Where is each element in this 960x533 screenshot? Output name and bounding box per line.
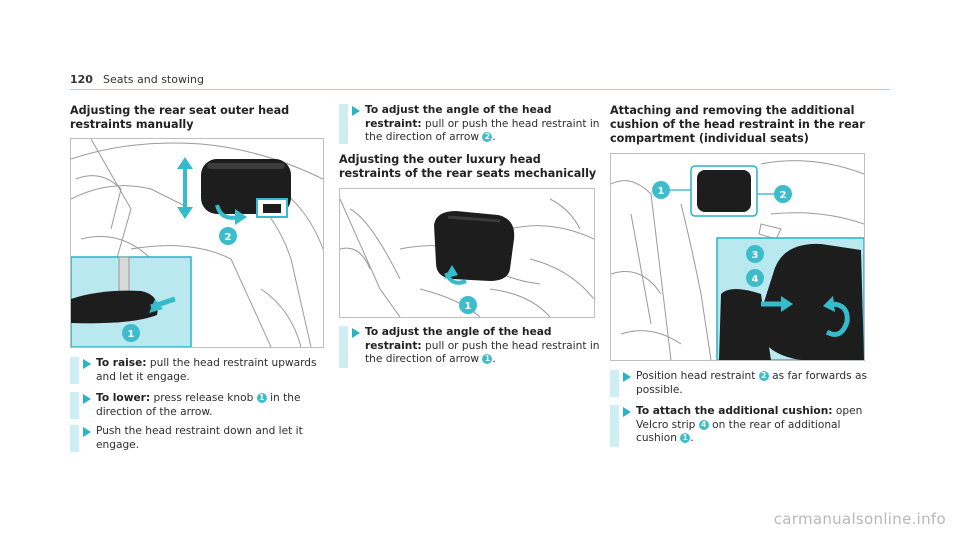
col1-step-1: To raise: pull the head restraint upward… — [70, 357, 328, 384]
col3-fig-callout-2: 2 — [780, 190, 787, 201]
step-bar — [70, 425, 79, 452]
callout-ref: 4 — [698, 419, 709, 430]
step-text: in the direction of the arrow. — [96, 392, 301, 418]
col3-fig-callout-4: 4 — [752, 274, 759, 285]
step-text: . — [492, 353, 496, 365]
step-text: pull the head restraint upwards and let … — [96, 357, 317, 383]
col2-illustration: 1 — [340, 198, 594, 317]
step-arrow-icon — [83, 394, 91, 404]
step-arrow-icon — [83, 359, 91, 369]
col1-figure: 2 1 — [70, 138, 324, 348]
col1-fig-callout-2: 2 — [225, 232, 232, 243]
col3-fig-callout-3: 3 — [752, 250, 759, 261]
step-text: on the rear of additional cushion — [636, 418, 841, 445]
page-header: 120 Seats and stowing — [70, 73, 204, 86]
callout-ref: 1 — [680, 433, 691, 443]
page-number: 120 — [70, 73, 93, 86]
step-text: Position head restraint — [636, 370, 759, 382]
col3-step-2: To attach the additional cushion: open V… — [610, 405, 868, 447]
step-label: To adjust the angle of the head restrain… — [365, 104, 552, 130]
col1-illustration: 2 1 — [71, 139, 323, 347]
step-text: . — [690, 432, 694, 444]
col2-step-bottom: To adjust the angle of the head restrain… — [339, 326, 601, 368]
step-label: To raise: — [96, 357, 147, 369]
callout-ref: 2 — [758, 371, 769, 381]
col3-step-1: Position head restraint 2 as far forward… — [610, 370, 868, 397]
step-label: To lower: — [96, 392, 151, 404]
step-text: Push the head restraint down and let it … — [96, 425, 303, 451]
step-text: open Velcro strip — [636, 405, 863, 431]
step-bar — [70, 392, 79, 419]
col2-heading: Adjusting the outer luxury head restrain… — [339, 153, 597, 180]
callout-ref: 1 — [256, 393, 267, 403]
col2-fig-callout-1: 1 — [465, 301, 472, 312]
step-arrow-icon — [352, 106, 360, 116]
step-text: press release knob — [150, 392, 257, 404]
col2-figure: 1 — [339, 188, 595, 318]
col3-illustration: 1 2 3 4 — [611, 160, 864, 360]
col3-fig-callout-1: 1 — [658, 186, 665, 197]
step-label: To attach the additional cushion: — [636, 405, 833, 417]
step-text: . — [492, 131, 496, 143]
step-bar — [610, 405, 619, 447]
col1-step-3: Push the head restraint down and let it … — [70, 425, 328, 452]
header-rule — [70, 89, 890, 90]
step-arrow-icon — [623, 372, 631, 382]
col3-figure: 1 2 3 4 — [610, 153, 865, 361]
step-bar — [339, 326, 348, 368]
col1-fig-callout-1: 1 — [128, 329, 135, 340]
section-title: Seats and stowing — [102, 73, 204, 86]
col3-heading: Attaching and removing the additional cu… — [610, 104, 865, 145]
step-text: pull or push the head restraint in the d… — [365, 339, 600, 366]
step-arrow-icon — [623, 407, 631, 417]
watermark: carmanualsonline.info — [773, 510, 946, 528]
step-bar — [339, 104, 348, 144]
col2-step-top: To adjust the angle of the head restrain… — [339, 104, 601, 144]
step-arrow-icon — [83, 427, 91, 437]
step-bar — [70, 357, 79, 384]
step-text: pull or push the head restraint in the d… — [365, 117, 600, 144]
col1-step-2: To lower: press release knob 1 in the di… — [70, 392, 328, 419]
step-label: To adjust the angle of the head restrain… — [365, 326, 552, 352]
col1-heading: Adjusting the rear seat outer head restr… — [70, 104, 290, 131]
callout-ref: 2 — [482, 132, 493, 142]
callout-ref: 1 — [482, 354, 493, 364]
step-arrow-icon — [352, 328, 360, 338]
step-text: as far forwards as possible. — [636, 370, 867, 396]
step-bar — [610, 370, 619, 397]
